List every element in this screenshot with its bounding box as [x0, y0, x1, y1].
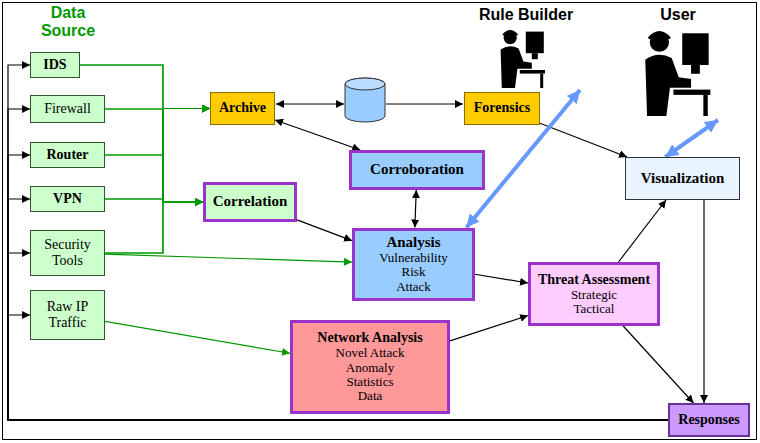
- response-box: Responses: [668, 403, 750, 437]
- box-title: Correlation: [213, 193, 288, 210]
- flow-connector: [105, 109, 210, 254]
- column-heading: Data Source: [36, 4, 100, 41]
- actor-figure: Rule Builder: [462, 4, 590, 90]
- db-forensics-link: [386, 104, 463, 105]
- source-box: Firewall: [30, 95, 105, 123]
- process-box: Network AnalysisNovel Attack Anomaly Sta…: [290, 320, 450, 414]
- process-box: Corroboration: [349, 150, 485, 190]
- box-body: Vulnerability Risk Attack: [359, 251, 468, 294]
- flow-connector: [80, 65, 203, 202]
- flow-connector: [540, 123, 627, 157]
- box-body: Strategic Tactical: [535, 288, 653, 317]
- box-title: VPN: [53, 191, 82, 207]
- flow-connector: [105, 155, 203, 202]
- box-title: Visualization: [641, 170, 725, 187]
- archive-db-link: [276, 104, 344, 105]
- process-box: Threat AssessmentStrategic Tactical: [528, 262, 660, 326]
- flow-connector: [297, 220, 352, 241]
- flow-connector: [8, 315, 668, 420]
- flow-connector: [105, 254, 352, 262]
- store-box: Forensics: [464, 92, 540, 125]
- flow-connector: [8, 199, 668, 420]
- flow-connector: [105, 202, 203, 253]
- box-title: Router: [47, 147, 89, 163]
- flow-connector: [105, 321, 290, 353]
- box-title: Responses: [678, 412, 739, 428]
- flow-connector: [8, 109, 668, 420]
- flow-connector: [8, 253, 668, 420]
- flow-connector: [619, 200, 667, 262]
- flow-connector: [8, 155, 668, 420]
- frame-border: [3, 3, 757, 440]
- flow-connector: [450, 316, 528, 341]
- process-box: AnalysisVulnerability Risk Attack: [352, 228, 475, 301]
- person-icon: [645, 32, 710, 116]
- actor-label: Rule Builder: [479, 6, 573, 24]
- process-box: Correlation: [203, 182, 297, 222]
- source-box: Security Tools: [30, 230, 105, 276]
- output-box: Visualization: [625, 157, 740, 200]
- box-title: Corroboration: [370, 161, 464, 178]
- source-box: Raw IP Traffic: [30, 290, 105, 340]
- box-title: Network Analysis: [317, 330, 422, 346]
- actor-figure: User: [628, 4, 728, 120]
- database-cylinder: [345, 78, 385, 122]
- flow-connector: [105, 109, 210, 156]
- flow-connector: [8, 65, 668, 420]
- store-box: Archive: [210, 92, 275, 125]
- source-box: IDS: [30, 52, 80, 78]
- box-title: Raw IP Traffic: [35, 299, 100, 331]
- person-icon: [501, 31, 545, 88]
- box-title: IDS: [43, 57, 66, 73]
- source-box: VPN: [30, 186, 105, 212]
- flow-connector: [623, 326, 693, 403]
- flow-connector: [105, 109, 210, 200]
- box-title: Threat Assessment: [538, 272, 650, 288]
- flow-connector: [105, 109, 203, 202]
- box-title: Analysis: [386, 234, 440, 251]
- flow-connector: [415, 190, 416, 228]
- box-title: Security Tools: [35, 237, 100, 269]
- flow-connector: [475, 274, 528, 283]
- source-box: Router: [30, 142, 105, 168]
- flow-connector: [665, 120, 718, 157]
- box-title: Forensics: [474, 100, 531, 116]
- box-title: Firewall: [44, 101, 91, 117]
- actor-label: User: [660, 6, 696, 24]
- box-title: Archive: [219, 100, 266, 116]
- box-body: Novel Attack Anomaly Statistics Data: [334, 346, 406, 403]
- flow-connector: [703, 200, 704, 403]
- flow-connector: [275, 120, 360, 150]
